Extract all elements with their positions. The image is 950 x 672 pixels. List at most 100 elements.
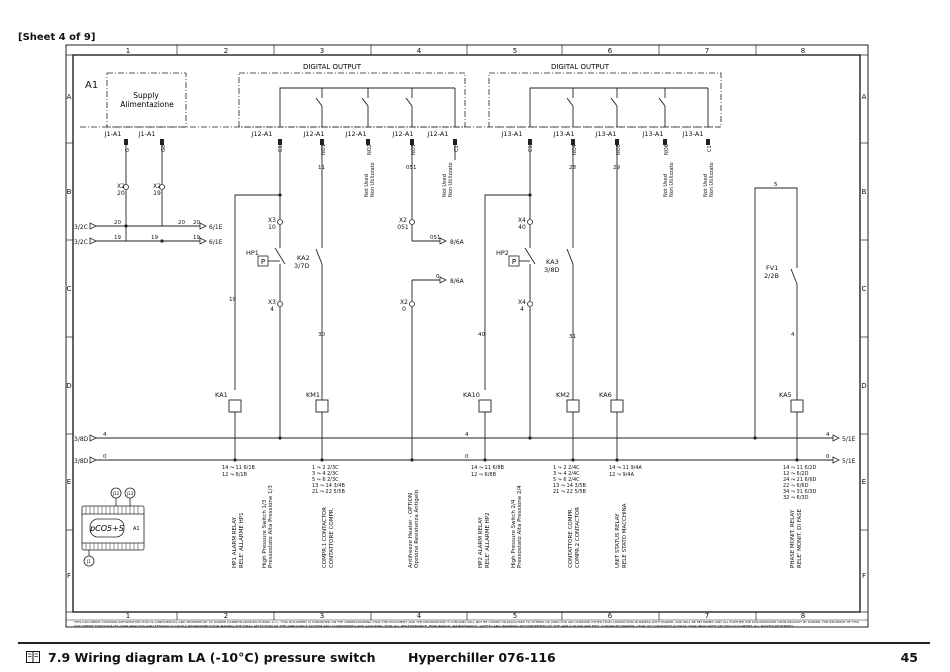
conn-j13-c1b: J13-A1 xyxy=(682,130,704,138)
row-label-a-r: A xyxy=(862,93,867,101)
pin-no1: NO1 xyxy=(321,144,327,155)
device-km2: KM2 xyxy=(556,391,570,399)
km2-contact-4: 13 ⤳ 14 3/5B xyxy=(553,483,587,489)
relay-coils xyxy=(228,399,804,413)
row-dividers xyxy=(66,142,868,531)
conn-j13-no4: J13-A1 xyxy=(553,130,575,138)
row-label-e-r: E xyxy=(862,478,866,486)
ka5-contact-2: 12 ⤳ 6/2D xyxy=(783,471,809,477)
wire-20: 20 xyxy=(114,220,121,226)
junction-dots xyxy=(124,193,799,462)
desc-compr2-it: CONTATTORE COMPR. xyxy=(568,508,574,568)
conn-j13-c1: J13-A1 xyxy=(501,130,523,138)
wire-051: 051 xyxy=(406,165,417,171)
desc-hp1-alarm: HP1 ALARM RELAY xyxy=(232,516,238,568)
term-x3-4: X3 xyxy=(268,299,276,306)
wire-4c: 4 xyxy=(826,432,830,438)
ref-3-8d-ka3: 3/8D xyxy=(544,266,559,274)
km1-contact-5: 21 ⤳ 22 5/5B xyxy=(312,489,346,495)
wire-28: 28 xyxy=(569,165,576,171)
wire-5: 5 xyxy=(774,182,778,188)
ka5-contact-1: 14 ⤳ 11 6/2D xyxy=(783,465,817,471)
digital-output-label-1: DIGITAL OUTPUT xyxy=(303,63,362,71)
wire-20b: 20 xyxy=(178,220,185,226)
not-used-no6-it: Non Utilizzato xyxy=(669,162,675,197)
conn-j1-g0: J1-A1 xyxy=(138,130,156,138)
desc-hp2-alarm-it: RELE' ALLARME HP2 xyxy=(485,512,491,568)
device-ka5: KA5 xyxy=(779,391,792,399)
desc-hp-switch-24: High Pressure Switch 2/4 xyxy=(511,499,517,568)
device-ka6: KA6 xyxy=(599,391,612,399)
desc-compr1-it: CONTATTORE COMPR. xyxy=(329,508,335,568)
pin-no3: NO3 xyxy=(411,144,417,155)
wire-0b: 0 xyxy=(103,454,107,460)
a1-boundary xyxy=(80,72,722,128)
term-x2-19: X2 xyxy=(153,183,161,190)
col-label-2b: 2 xyxy=(224,612,228,620)
hp1-switch xyxy=(257,255,269,267)
device-ka1: KA1 xyxy=(215,391,228,399)
desc-phase-monit-it: RELE' MONIT. DI FASE xyxy=(797,508,803,568)
controller-illustration xyxy=(81,487,145,567)
device-ka10: KA10 xyxy=(463,391,480,399)
km1-contact-2: 3 ⤳ 4 2/3C xyxy=(312,471,339,477)
supply-label: Supply xyxy=(133,91,159,100)
wire-0: 0 xyxy=(436,274,440,280)
term-x2-051: X2 xyxy=(399,217,407,224)
wire-4: 4 xyxy=(103,432,107,438)
desc-antifreeze-it: Opzione Resistenza Antigelo xyxy=(414,489,420,568)
not-used-no6: Not Used xyxy=(663,174,669,197)
wire-4d: 4 xyxy=(791,332,795,338)
col-label-8: 8 xyxy=(801,47,805,55)
conn-j1-g: J1-A1 xyxy=(104,130,122,138)
outer-frame xyxy=(65,44,869,628)
pin-c1-b: C1 xyxy=(454,145,460,152)
ka10-contact-2: 12 ⤳ 6/8B xyxy=(471,472,497,478)
ref-6-1e: 6/1E xyxy=(209,224,223,231)
wire-10: 10 xyxy=(229,297,236,303)
controller-port-j12: J12 xyxy=(112,491,120,496)
km1-contact-1: 1 ⤳ 2 2/3C xyxy=(312,465,339,471)
col-label-3: 3 xyxy=(320,47,324,55)
device-ka2: KA2 xyxy=(297,254,310,262)
ka5-contact-6: 32 ⤳ 6/3D xyxy=(783,495,809,501)
col-label-1: 1 xyxy=(126,47,130,55)
desc-hp-switch-24-it: Pressostato Alta Pressione 2/4 xyxy=(517,485,523,568)
footer-title: 7.9 Wiring diagram LA (-10°C) pressure s… xyxy=(48,650,376,665)
km1-contact-4: 13 ⤳ 14 3/4B xyxy=(312,483,346,489)
ka5-contact-3: 24 ⤳ 21 6/6D xyxy=(783,477,817,483)
ref-8-6a: 8/6A xyxy=(450,239,465,246)
controller-port-j13: J13 xyxy=(126,491,134,496)
term-x2-20: X2 xyxy=(117,183,125,190)
ref-3-2c-b: 3/2C xyxy=(74,239,88,246)
desc-hp-switch-13: High Pressure Switch 1/3 xyxy=(262,499,268,568)
row-label-a: A xyxy=(67,93,72,101)
pin-c1-d: C1 xyxy=(707,145,713,152)
device-km1: KM1 xyxy=(306,391,320,399)
device-hp1: HP1 xyxy=(246,249,259,257)
row-label-c-r: C xyxy=(862,285,867,293)
ref-3-7d: 3/7D xyxy=(294,262,309,270)
row-label-c: C xyxy=(67,285,72,293)
pin-no2: NO2 xyxy=(367,144,373,155)
conn-j12-no3: J12-A1 xyxy=(392,130,414,138)
col-label-6b: 6 xyxy=(608,612,613,620)
footer-model: Hyperchiller 076-116 xyxy=(408,650,556,665)
ref-3-8d: 3/8D xyxy=(74,436,89,443)
wire-19c: 19 xyxy=(193,235,200,241)
desc-compr1: COMPR.1 CONTACTOR xyxy=(322,507,328,568)
svg-text:40: 40 xyxy=(518,224,526,231)
controller-port-j1: J1 xyxy=(86,559,91,564)
col-label-5b: 5 xyxy=(513,612,517,620)
col-label-2: 2 xyxy=(224,47,228,55)
wire-0d: 0 xyxy=(826,454,830,460)
km2-contact-3: 5 ⤳ 6 2/4C xyxy=(553,477,580,483)
col-label-4: 4 xyxy=(417,47,422,55)
pin-no4: NO4 xyxy=(572,144,578,155)
disclaimer-line-2: DOCUMENT THROUGH ITS OWN ANALYSIS AND TE… xyxy=(74,624,794,628)
wire-19b: 19 xyxy=(151,235,158,241)
device-hp2: HP2 xyxy=(496,249,509,257)
svg-text:P: P xyxy=(512,258,516,266)
conn-j12-no1: J12-A1 xyxy=(303,130,325,138)
pin-c1-c: C1 xyxy=(528,145,534,152)
